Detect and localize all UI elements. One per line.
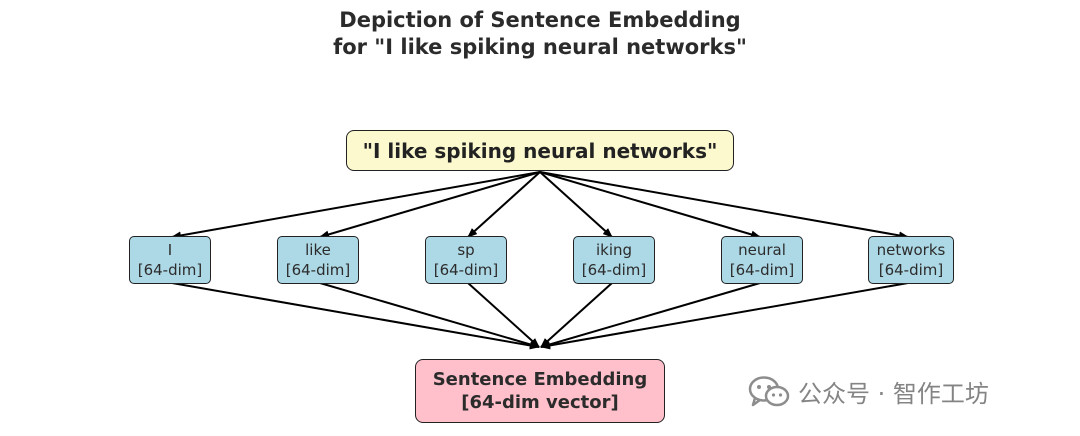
edge-input-to-token-5 [539,171,761,239]
token-node-3: sp [64-dim] [425,236,507,284]
token-dim: [64-dim] [285,261,351,279]
token-dim: [64-dim] [581,261,647,279]
token-word: sp [457,241,475,259]
token-word: like [305,241,331,259]
edge-input-to-token-3 [467,171,541,238]
token-word: networks [876,241,946,259]
wechat-icon [748,375,790,406]
edge-token-3-to-output [467,282,540,348]
watermark: 公众号 · 智作工坊 [748,374,989,409]
token-node-2: like [64-dim] [277,236,359,284]
edge-token-2-to-output [319,282,540,349]
diagram-title-line-1: Depiction of Sentence Embedding [339,8,741,32]
token-node-1: I [64-dim] [129,236,211,284]
input-sentence-label: "I like spiking neural networks" [362,138,718,163]
edge-input-to-token-6 [539,171,909,240]
edge-input-to-token-2 [319,171,541,239]
token-node-5: neural [64-dim] [721,236,803,284]
token-node-4: iking [64-dim] [573,236,655,284]
watermark-text: 公众号 · 智作工坊 [798,380,989,408]
edge-token-1-to-output [171,282,540,350]
token-dim: [64-dim] [433,261,499,279]
token-word: neural [738,241,786,259]
edge-input-to-token-4 [539,171,613,238]
token-dim: [64-dim] [878,261,944,279]
token-word: iking [595,241,633,259]
token-dim: [64-dim] [137,261,203,279]
edge-token-5-to-output [540,282,761,349]
sentence-embedding-dim: [64-dim vector] [461,392,619,413]
token-dim: [64-dim] [729,261,795,279]
token-node-6: networks [64-dim] [868,236,954,284]
diagram-title-line-2: for "I like spiking neural networks" [333,35,747,59]
input-sentence-node: "I like spiking neural networks" [346,130,734,171]
sentence-embedding-label: Sentence Embedding [432,369,648,390]
edge-input-to-token-1 [171,171,541,240]
edge-token-6-to-output [540,282,909,350]
sentence-embedding-node: Sentence Embedding [64-dim vector] [415,359,665,423]
token-word: I [167,241,173,259]
edge-token-4-to-output [540,282,613,348]
